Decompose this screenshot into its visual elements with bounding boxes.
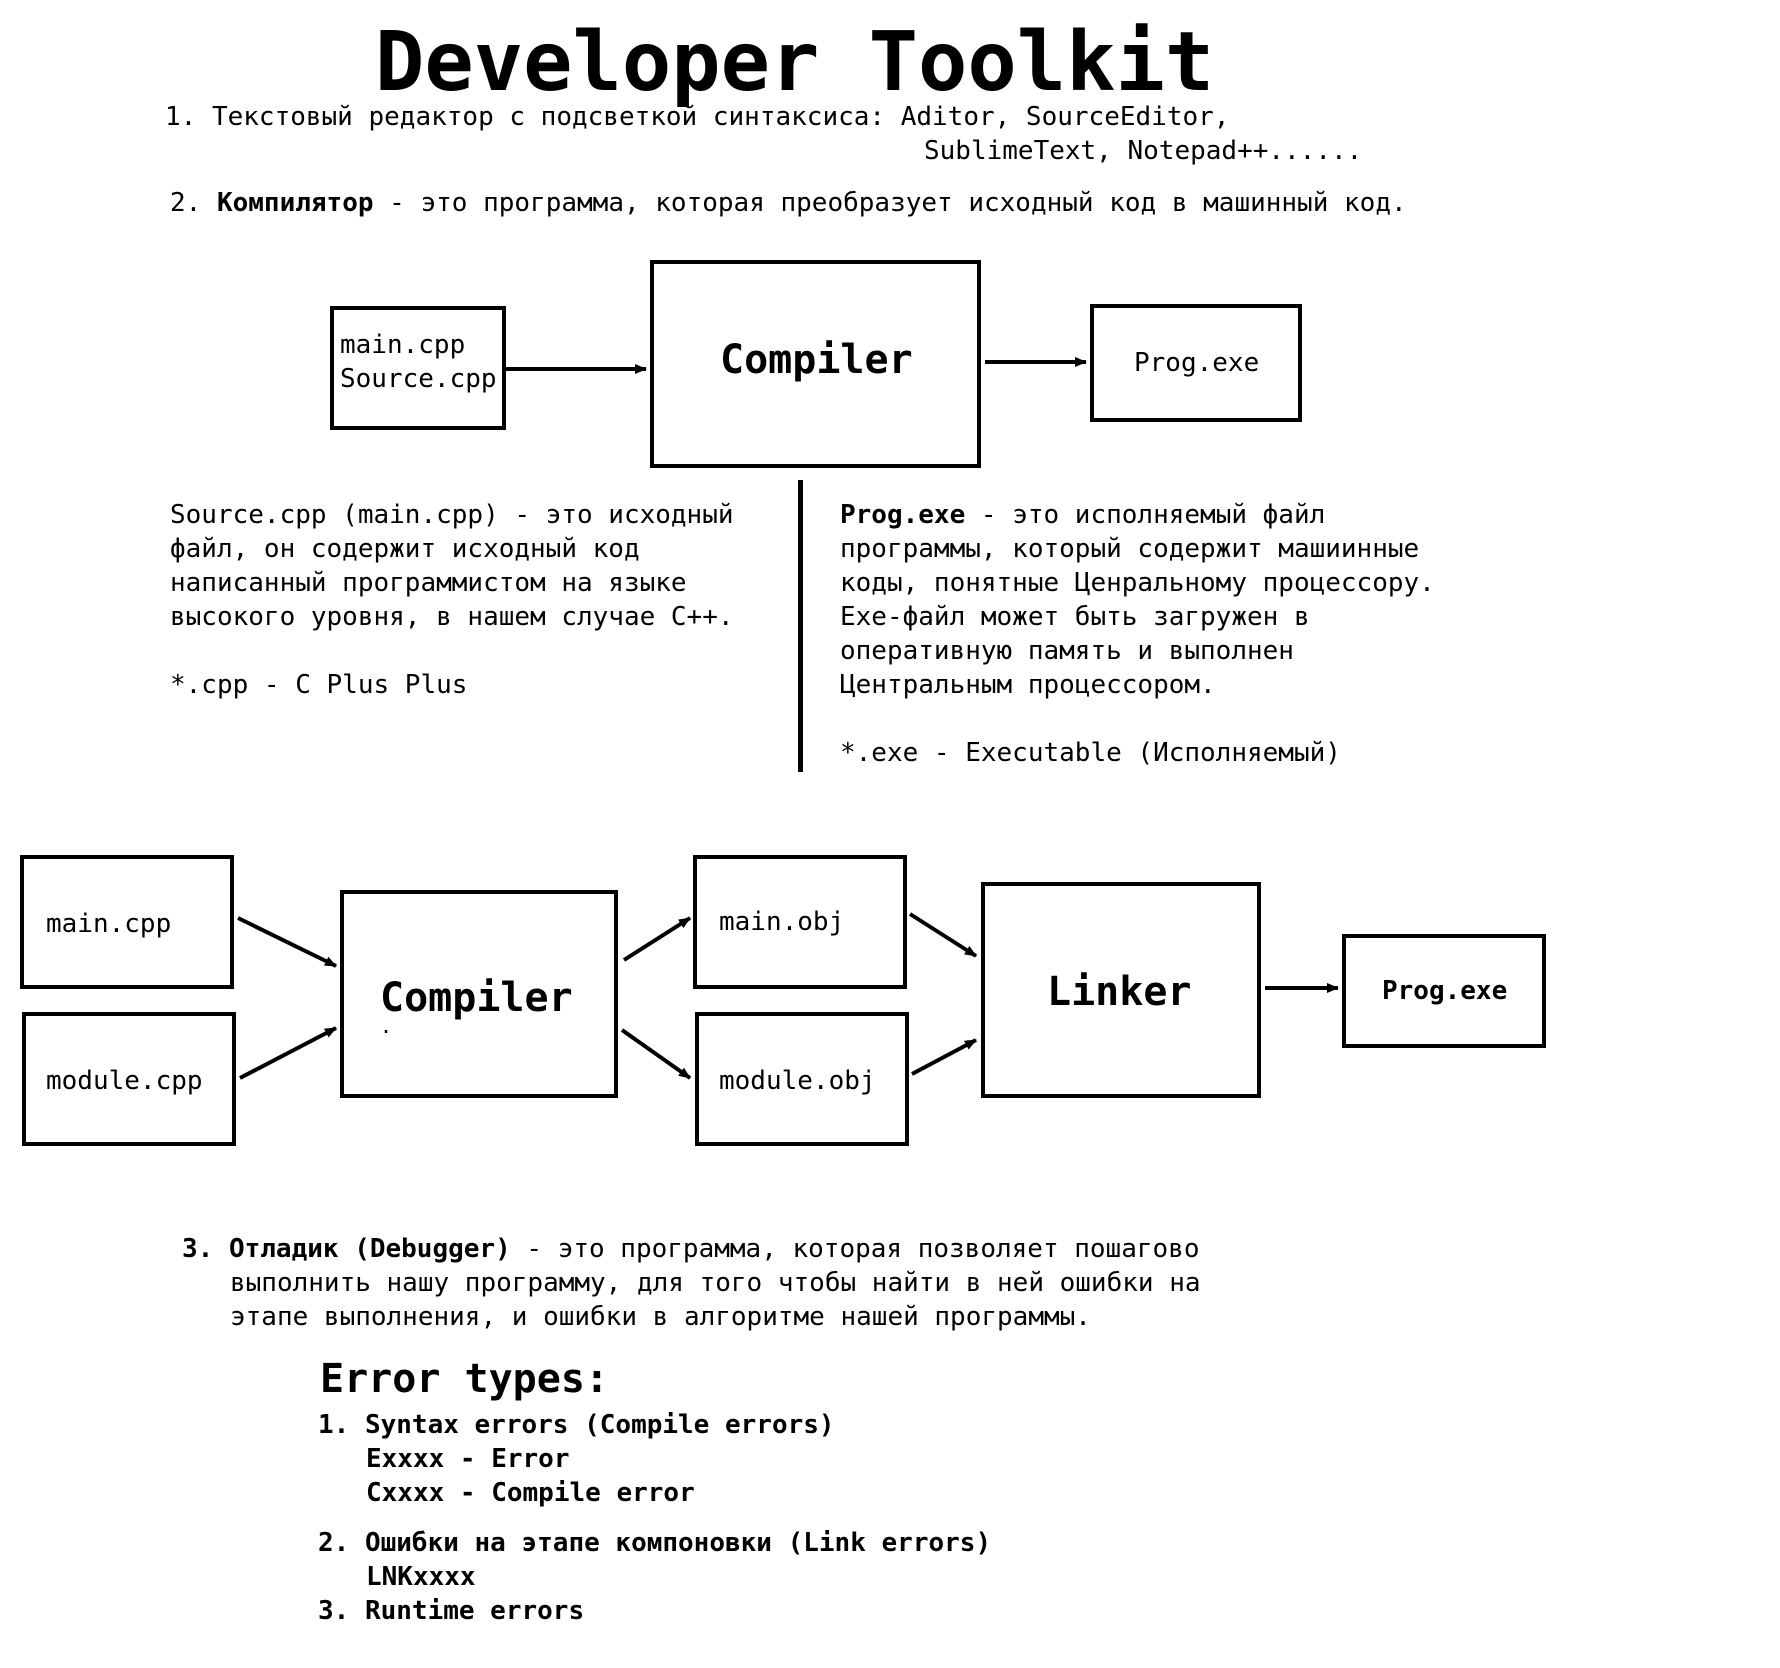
d2-compiler-box: Compiler . bbox=[340, 890, 618, 1098]
errors-item2: 2. Ошибки на этапе компоновки (Link erro… bbox=[318, 1528, 992, 1558]
left-desc-ext: *.cpp - C Plus Plus bbox=[170, 670, 468, 700]
item3-line1-rest: - это программа, которая позволяет пошаг… bbox=[510, 1234, 1200, 1264]
d2-arrow-maincpp-compiler bbox=[237, 916, 337, 968]
left-desc-line2: файл, он содержит исходный код bbox=[170, 534, 640, 564]
d2-arrow-modulecpp-compiler bbox=[239, 1026, 337, 1080]
left-desc-line3: написанный программистом на языке bbox=[170, 568, 687, 598]
d2-main-cpp-box: main.cpp bbox=[20, 855, 234, 989]
vertical-divider bbox=[798, 480, 803, 772]
d2-module-cpp-box: module.cpp bbox=[22, 1012, 236, 1146]
right-desc-line3: коды, понятные Ценральному процессору. bbox=[840, 568, 1435, 598]
item2-term: Компилятор bbox=[216, 188, 374, 218]
errors-item1: 1. Syntax errors (Compile errors) bbox=[318, 1410, 835, 1440]
item3-line3: этапе выполнения, и ошибки в алгоритме н… bbox=[230, 1302, 1091, 1332]
d2-arrow-compiler-mainobj bbox=[622, 916, 692, 962]
d1-source-line2: Source.cpp bbox=[340, 364, 497, 394]
d1-output-box: Prog.exe bbox=[1090, 304, 1302, 422]
left-desc-line1: Source.cpp (main.cpp) - это исходный bbox=[170, 500, 734, 530]
d1-compiler-label: Compiler bbox=[720, 337, 913, 383]
right-desc-line1: Prog.exe - это исполняемый файл bbox=[840, 498, 1325, 532]
right-desc-line2: программы, который содержит машиинные bbox=[840, 534, 1420, 564]
item1-line2: SublimeText, Notepad++...... bbox=[924, 136, 1363, 166]
item3-num: 3. bbox=[182, 1234, 229, 1264]
errors-item1-b: Cxxxx - Compile error bbox=[366, 1478, 695, 1508]
d2-output-label: Prog.exe bbox=[1382, 976, 1508, 1006]
d2-module-cpp-label: module.cpp bbox=[46, 1066, 203, 1096]
d2-compiler-dot: . bbox=[380, 1014, 393, 1038]
d2-module-obj-box: module.obj bbox=[695, 1012, 909, 1146]
d1-output-label: Prog.exe bbox=[1134, 348, 1260, 378]
d2-arrow-moduleobj-linker bbox=[911, 1038, 977, 1076]
d2-arrow-compiler-moduleobj bbox=[620, 1028, 692, 1080]
d2-output-box: Prog.exe bbox=[1342, 934, 1546, 1048]
item3-term: Отладик (Debugger) bbox=[228, 1234, 511, 1264]
d2-main-cpp-label: main.cpp bbox=[46, 909, 172, 939]
errors-item1-a: Exxxx - Error bbox=[366, 1444, 570, 1474]
d2-linker-label: Linker bbox=[1047, 969, 1192, 1015]
right-desc-line4: Exe-файл может быть загружен в bbox=[840, 602, 1310, 632]
right-desc-line5: оперативную память и выполнен bbox=[840, 636, 1294, 666]
page-title: Developer Toolkit bbox=[375, 15, 1215, 110]
errors-item3: 3. Runtime errors bbox=[318, 1596, 585, 1626]
errors-item2-a: LNKxxxx bbox=[366, 1562, 476, 1592]
d1-source-line1: main.cpp bbox=[340, 330, 466, 360]
right-desc-line1-rest: - это исполняемый файл bbox=[965, 500, 1326, 530]
item3-line2: выполнить нашу программу, для того чтобы… bbox=[230, 1268, 1201, 1298]
d1-compiler-box: Compiler bbox=[650, 260, 981, 468]
item2-rest: - это программа, которая преобразует исх… bbox=[373, 188, 1407, 218]
d2-module-obj-label: module.obj bbox=[719, 1066, 876, 1096]
right-desc-ext: *.exe - Executable (Исполняемый) bbox=[840, 738, 1341, 768]
left-desc-line4: высокого уровня, в нашем случае C++. bbox=[170, 602, 734, 632]
d1-source-box: main.cpp Source.cpp bbox=[330, 306, 506, 430]
d2-compiler-label: Compiler bbox=[380, 975, 573, 1021]
d2-main-obj-label: main.obj bbox=[719, 907, 845, 937]
right-desc-line6: Центральным процессором. bbox=[840, 670, 1216, 700]
item1-line1: 1. Текстовый редактор с подсветкой синта… bbox=[165, 102, 1230, 132]
d2-main-obj-box: main.obj bbox=[693, 855, 907, 989]
d2-linker-box: Linker bbox=[981, 882, 1261, 1098]
errors-heading: Error types: bbox=[320, 1356, 609, 1402]
d2-arrow-mainobj-linker bbox=[908, 912, 978, 958]
right-desc-term: Prog.exe bbox=[840, 500, 966, 530]
item2-num: 2. bbox=[170, 188, 217, 218]
item3-line1: 3. Отладик (Debugger) - это программа, к… bbox=[182, 1232, 1199, 1266]
item2-definition: 2. Компилятор - это программа, которая п… bbox=[170, 186, 1407, 220]
